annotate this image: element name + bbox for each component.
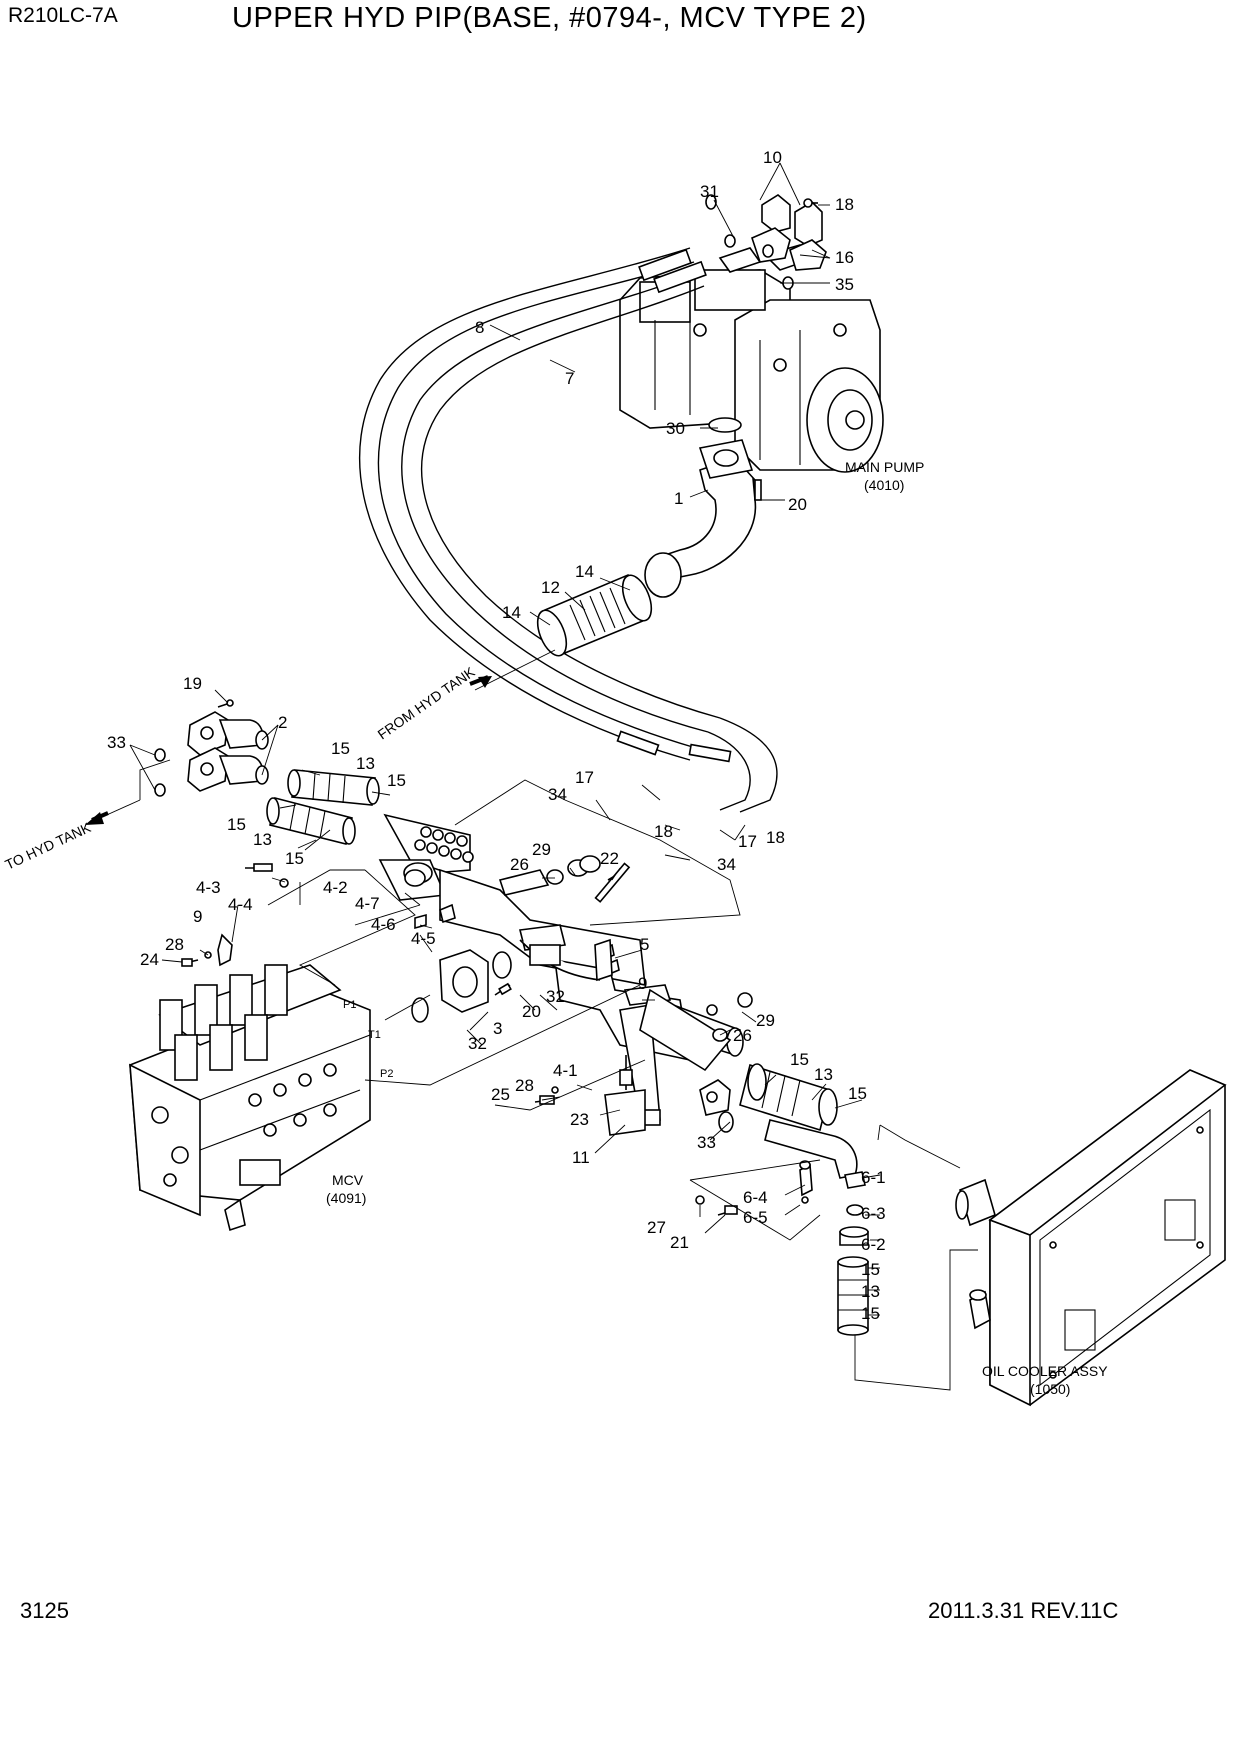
- callout: 2: [278, 713, 287, 732]
- callout: 28: [165, 935, 184, 954]
- oil-cooler-drawing: [955, 1069, 1227, 1407]
- callout: 14: [502, 603, 521, 622]
- callout: 16: [835, 248, 854, 267]
- callout: 29: [756, 1011, 775, 1030]
- callout: 26: [733, 1026, 752, 1045]
- callout: 4-6: [371, 915, 396, 934]
- callout: 24: [140, 950, 159, 969]
- pump-fittings: [705, 194, 827, 290]
- callout: 22: [600, 849, 619, 868]
- callout: 9: [193, 907, 202, 926]
- right-pipe-assembly: [534, 988, 869, 1336]
- suction-pipe-1: [644, 417, 785, 598]
- page-number: 3125: [20, 1598, 69, 1623]
- callout: 17: [738, 832, 757, 851]
- callout: 18: [835, 195, 854, 214]
- callout: 15: [861, 1304, 880, 1323]
- page-title: UPPER HYD PIP(BASE, #0794-, MCV TYPE 2): [232, 2, 867, 34]
- callout: 34: [717, 855, 736, 874]
- callout: 15: [227, 815, 246, 834]
- oil-cooler-label: OIL COOLER ASSY: [982, 1363, 1108, 1379]
- callout: 35: [835, 275, 854, 294]
- callout: 32: [546, 987, 565, 1006]
- callout: 18: [654, 822, 673, 841]
- part-callouts: 10 31 18 16 35 8 7 30 1 20 14 12 14 19 2…: [107, 148, 886, 1323]
- callout: 15: [848, 1084, 867, 1103]
- callout: 11: [572, 1148, 590, 1167]
- callout: 34: [548, 785, 567, 804]
- to-hyd-tank-label: TO HYD TANK: [3, 819, 94, 873]
- callout: 32: [468, 1034, 487, 1053]
- callout: 4-2: [323, 878, 348, 897]
- callout: 13: [861, 1282, 880, 1301]
- bracket-9-left: [181, 933, 233, 967]
- flange-2-group: [154, 699, 269, 797]
- callout: 18: [766, 828, 785, 847]
- callout: 20: [522, 1002, 541, 1021]
- callout: 15: [861, 1260, 880, 1279]
- callout: 6-1: [861, 1168, 886, 1187]
- callout: 17: [575, 768, 594, 787]
- callout: 13: [253, 830, 272, 849]
- callout: 6-5: [743, 1208, 768, 1227]
- hoses-13-left: [266, 769, 380, 845]
- manifold-fittings: [245, 826, 631, 982]
- callout: 9: [638, 974, 647, 993]
- to-hyd-tank-arrow: TO HYD TANK: [3, 799, 141, 873]
- callout: 5: [640, 935, 649, 954]
- callout: 14: [575, 562, 594, 581]
- callout: 10: [763, 148, 782, 167]
- callout: 4-7: [355, 894, 380, 913]
- callout: 27: [647, 1218, 666, 1237]
- port-p1-label: P1: [343, 999, 356, 1011]
- callout: 15: [790, 1050, 809, 1069]
- from-hyd-tank-label: FROM HYD TANK: [375, 663, 479, 742]
- callout: 4-1: [553, 1061, 578, 1080]
- callout: 6-3: [861, 1204, 886, 1223]
- callout: 13: [814, 1065, 833, 1084]
- port-t1-label: T1: [368, 1029, 381, 1041]
- main-pump-label: MAIN PUMP: [845, 459, 924, 475]
- mcv-label: MCV: [332, 1172, 364, 1188]
- mcv-drawing: [129, 964, 371, 1232]
- leader-lines: [129, 162, 978, 1391]
- flange-3: [411, 949, 512, 1023]
- callout: 23: [570, 1110, 589, 1129]
- callout: 15: [387, 771, 406, 790]
- callout: 29: [532, 840, 551, 859]
- callout: 31: [700, 182, 719, 201]
- mcv-ref: (4091): [326, 1190, 366, 1206]
- main-pump-ref: (4010): [864, 477, 904, 493]
- oil-cooler-ref: (1050): [1030, 1381, 1070, 1397]
- callout: 28: [515, 1076, 534, 1095]
- callout: 26: [510, 855, 529, 874]
- callout: 33: [107, 733, 126, 752]
- callout: 20: [788, 495, 807, 514]
- main-pump-drawing: [619, 244, 884, 473]
- port-p2-label: P2: [380, 1068, 393, 1080]
- callout: 6-4: [743, 1188, 768, 1207]
- callout: 30: [666, 419, 685, 438]
- hoses-7-8: [358, 247, 778, 813]
- callout: 19: [183, 674, 202, 693]
- model-number: R210LC-7A: [8, 4, 118, 27]
- callout: 15: [285, 849, 304, 868]
- callout: 4-5: [411, 929, 436, 948]
- callout: 12: [541, 578, 560, 597]
- callout: 3: [493, 1019, 502, 1038]
- callout: 15: [331, 739, 350, 758]
- callout: 21: [670, 1233, 689, 1252]
- callout: 8: [475, 318, 484, 337]
- callout: 4-3: [196, 878, 221, 897]
- callout: 1: [674, 489, 683, 508]
- callout: 4-4: [228, 895, 253, 914]
- from-hyd-tank-arrow: FROM HYD TANK: [375, 649, 556, 742]
- callout: 33: [697, 1133, 716, 1152]
- revision-date: 2011.3.31 REV.11C: [928, 1598, 1119, 1623]
- callout: 13: [356, 754, 375, 773]
- callout: 25: [491, 1085, 510, 1104]
- callout: 6-2: [861, 1235, 886, 1254]
- callout: 7: [565, 369, 574, 388]
